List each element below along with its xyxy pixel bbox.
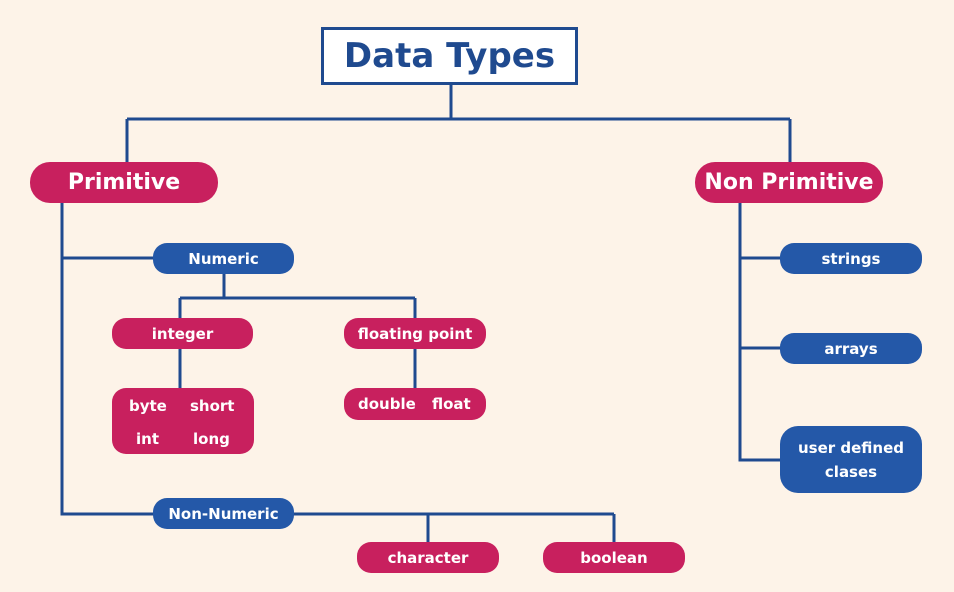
connector-primitive-trunk [60,200,155,516]
user-defined-classes-node: user defined clases [780,426,922,493]
boolean-node: boolean [543,542,685,573]
integer-types-node: byte short int long [112,388,254,454]
type-short: short [190,397,235,415]
floating-point-node: floating point [344,318,486,349]
primitive-node: Primitive [30,162,218,203]
type-double: double [358,395,416,413]
diagram-title: Data Types [321,27,578,85]
arrays-node: arrays [780,333,922,364]
floating-types-node: double float [344,388,486,420]
strings-node: strings [780,243,922,274]
character-node: character [357,542,499,573]
type-byte: byte [129,397,167,415]
type-int: int [136,430,159,448]
user-defined-line-1: user defined [797,438,905,457]
non-primitive-node: Non Primitive [695,162,883,203]
integer-node: integer [112,318,253,349]
numeric-node: Numeric [153,243,294,274]
type-float: float [432,395,471,413]
non-numeric-node: Non-Numeric [153,498,294,529]
connector-non-primitive-trunk [738,200,782,462]
user-defined-line-2: clases [824,462,878,481]
type-long: long [193,430,230,448]
